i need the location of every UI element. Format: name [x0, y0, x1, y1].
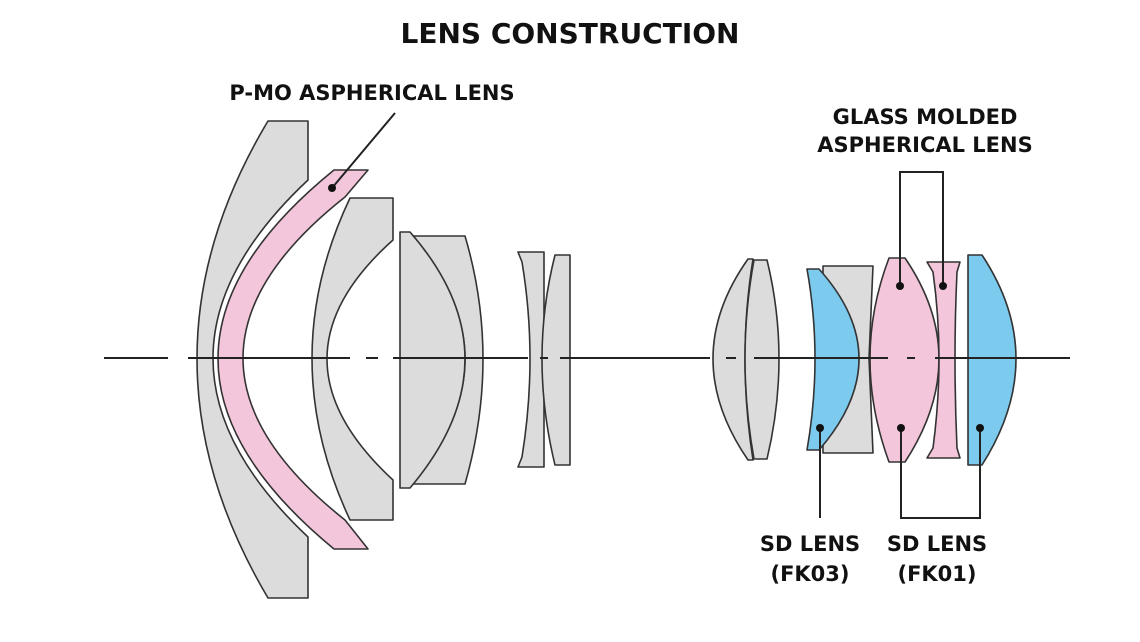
lens-element-4	[399, 231, 466, 489]
sd-fk01-leader	[897, 424, 984, 519]
lens-element-3	[311, 197, 394, 521]
label-sd-fk01-line2: (FK01)	[897, 562, 976, 586]
lens-element-9	[744, 259, 780, 460]
label-sd-fk03-line1: SD LENS	[760, 532, 860, 556]
lens-element-7	[541, 254, 571, 466]
label-sd-fk03-line2: (FK03)	[770, 562, 849, 586]
pmo-leader	[328, 112, 396, 192]
label-glass-molded-line2: ASPHERICAL LENS	[817, 133, 1032, 157]
lens-element-13-glass-molded-aspherical	[926, 261, 961, 459]
glass-molded-leader	[896, 171, 947, 290]
sd-fk03-leader	[816, 424, 824, 518]
label-pmo-aspherical: P-MO ASPHERICAL LENS	[229, 81, 514, 105]
lens-element-6	[517, 251, 545, 468]
diagram-title: LENS CONSTRUCTION	[401, 17, 740, 50]
lens-element-12-glass-molded-aspherical	[869, 257, 940, 463]
lens-element-2-pmo-aspherical	[217, 169, 369, 550]
label-sd-fk01-line1: SD LENS	[887, 532, 987, 556]
lens-element-14-sd-fk01	[967, 254, 1017, 466]
label-glass-molded-line1: GLASS MOLDED	[833, 105, 1018, 129]
lens-element-1	[196, 120, 309, 599]
